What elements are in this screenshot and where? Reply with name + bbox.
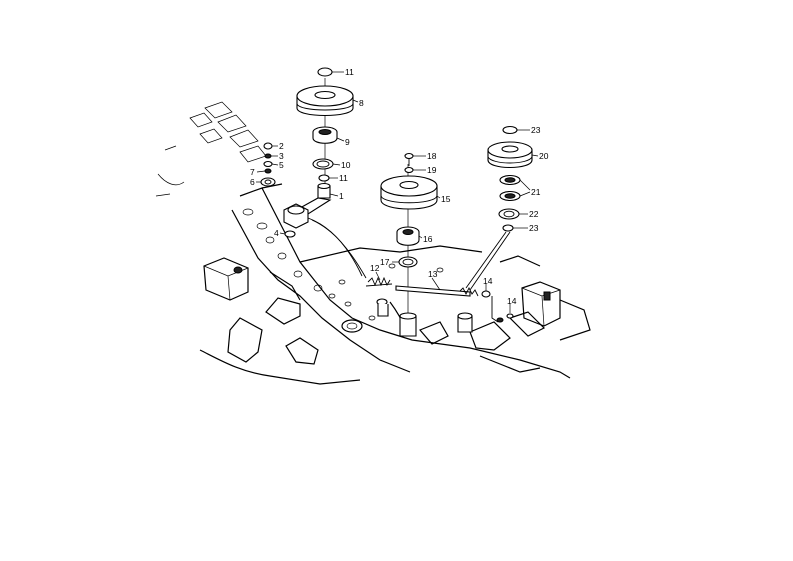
callout-c16: 16: [423, 234, 433, 244]
callout-c10: 7: [250, 167, 255, 177]
callout-c5: 11: [339, 173, 348, 183]
callout-c4: 10: [341, 160, 351, 170]
callout-c12: 4: [274, 228, 279, 238]
callout-c23: 20: [539, 151, 549, 161]
callout-c19: 13: [428, 269, 438, 279]
callout-c2: 8: [359, 98, 364, 108]
callout-c21: 14: [507, 296, 517, 306]
callout-c7: 2: [279, 141, 284, 151]
callout-c1: 11: [345, 67, 354, 77]
leader-lines: [256, 71, 539, 313]
callout-c24: 21: [531, 187, 541, 197]
chassis-frame: [155, 101, 591, 385]
callout-c20: 14: [483, 276, 493, 286]
callout-c17: 17: [380, 257, 390, 267]
left-pulley-stack: [260, 67, 367, 279]
callout-c25: 22: [529, 209, 539, 219]
callout-c26: 23: [529, 223, 539, 233]
callout-c15: 15: [441, 194, 451, 204]
callout-c9: 5: [279, 160, 284, 170]
callout-c3: 9: [345, 137, 350, 147]
callout-c14: 19: [427, 165, 437, 175]
callout-c18: 12: [370, 263, 380, 273]
callout-c11: 6: [250, 177, 255, 187]
callout-c22: 23: [531, 125, 541, 135]
callout-c6: 1: [339, 191, 344, 201]
callout-labels: 11 8 9 10 11 1 2 3 5 7 6 4 18 19 15 16 1…: [250, 67, 549, 306]
center-pulley-stack: [365, 152, 491, 337]
callout-c13: 18: [427, 151, 437, 161]
callout-c8: 3: [279, 151, 284, 161]
